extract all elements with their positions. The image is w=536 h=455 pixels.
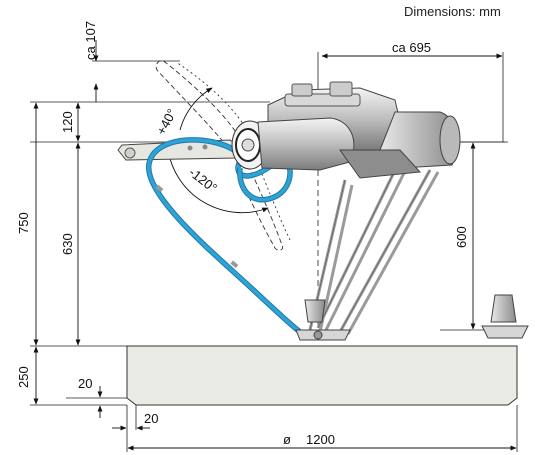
dim-base-to-mount: 630	[60, 233, 75, 255]
dim-chamfer-v: 20	[78, 376, 92, 391]
dim-total-height: 750	[16, 212, 31, 234]
dimension-labels: ca 107 ca 695 120 750 630 600 250 20 20 …	[16, 21, 469, 447]
end-effector-side-view	[481, 294, 529, 339]
angle-down: -120°	[186, 165, 220, 196]
upper-arm-left	[117, 139, 241, 161]
dim-chamfer-h: 20	[144, 411, 158, 426]
angle-up: +40°	[153, 106, 179, 137]
dimension-lines	[33, 40, 517, 451]
cable-harness	[145, 137, 310, 341]
end-effector	[295, 299, 351, 341]
diameter-symbol: ø	[283, 432, 291, 447]
dim-diameter: 1200	[306, 432, 335, 447]
arm-swing-outlines	[155, 60, 291, 251]
motor-housing-rear	[339, 149, 422, 179]
dim-top-offset: ca 107	[83, 21, 98, 60]
dim-upper: 120	[60, 111, 75, 133]
motor-housing-left	[231, 117, 355, 171]
dim-base-height: 250	[16, 366, 31, 388]
units-caption: Dimensions: mm	[404, 4, 501, 19]
base-pedestal	[126, 345, 518, 406]
dim-reach: ca 695	[392, 40, 431, 55]
dim-stroke: 600	[454, 226, 469, 248]
